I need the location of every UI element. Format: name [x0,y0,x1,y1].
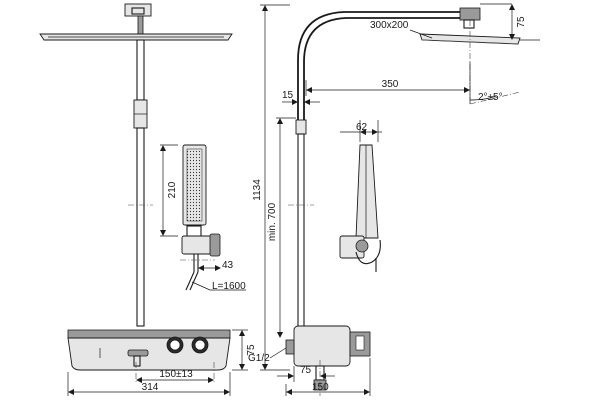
dim-head-size: 300x200 [370,20,409,31]
dim-handset-width: 62 [356,122,368,133]
dim-arm-length: 350 [382,79,399,90]
side-riser-pipe [288,119,314,331]
dim-inlet-thread: G1/2 [248,353,270,364]
dim-total-height: 1134 [252,179,263,201]
dim-head-height: 75 [516,16,527,28]
front-hand-shower [180,144,221,291]
side-curved-arm [297,11,470,120]
dim-tray-height: 75 [246,344,257,356]
dim-outlet-spacing: 150±13 [159,369,193,380]
dim-handset-length: 210 [167,181,178,198]
front-thermostat-tray [67,329,231,384]
dim-pipe-offset: 15 [282,90,294,101]
dim-valve-depth: 75 [300,365,312,376]
side-thermostat [285,325,371,396]
dim-bracket-depth: 43 [222,260,234,271]
dim-hose-length: L=1600 [212,281,246,292]
front-shower-head [39,3,233,41]
dim-tilt: 2°±5° [478,92,503,103]
side-view: 75 300x200 350 15 2°±5° 1134 min. 700 62 [248,3,540,396]
front-view: 210 43 L=1600 75 150±13 314 [39,3,257,396]
side-hand-shower [339,144,381,272]
dim-valve-width: 150 [312,382,329,393]
front-riser-pipe [128,39,153,327]
dim-min-height: min. 700 [267,202,278,241]
dim-tray-width: 314 [142,382,159,393]
